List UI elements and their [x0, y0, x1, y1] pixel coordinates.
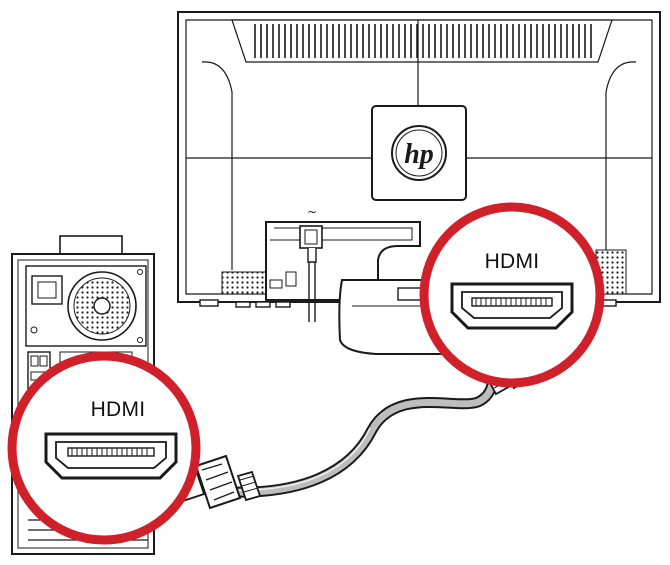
- hdmi-cable: [226, 375, 498, 498]
- ac-power-symbol-icon: ~: [307, 205, 317, 219]
- hdmi-port-icon: [450, 282, 574, 330]
- monitor-hdmi-label: HDMI: [485, 250, 540, 273]
- hdmi-port-icon: [44, 432, 178, 480]
- callout-ring: [7, 351, 201, 545]
- computer-hdmi-label: HDMI: [91, 398, 146, 421]
- monitor-io-panel: ~: [265, 205, 421, 322]
- hp-logo-icon: hp: [371, 105, 467, 201]
- hp-logo-text: hp: [404, 139, 434, 170]
- monitor-top-vents: [231, 19, 613, 63]
- computer-hdmi-callout: HDMI: [7, 351, 201, 545]
- callout-ring: [419, 202, 605, 388]
- monitor-hdmi-callout: HDMI: [419, 202, 605, 388]
